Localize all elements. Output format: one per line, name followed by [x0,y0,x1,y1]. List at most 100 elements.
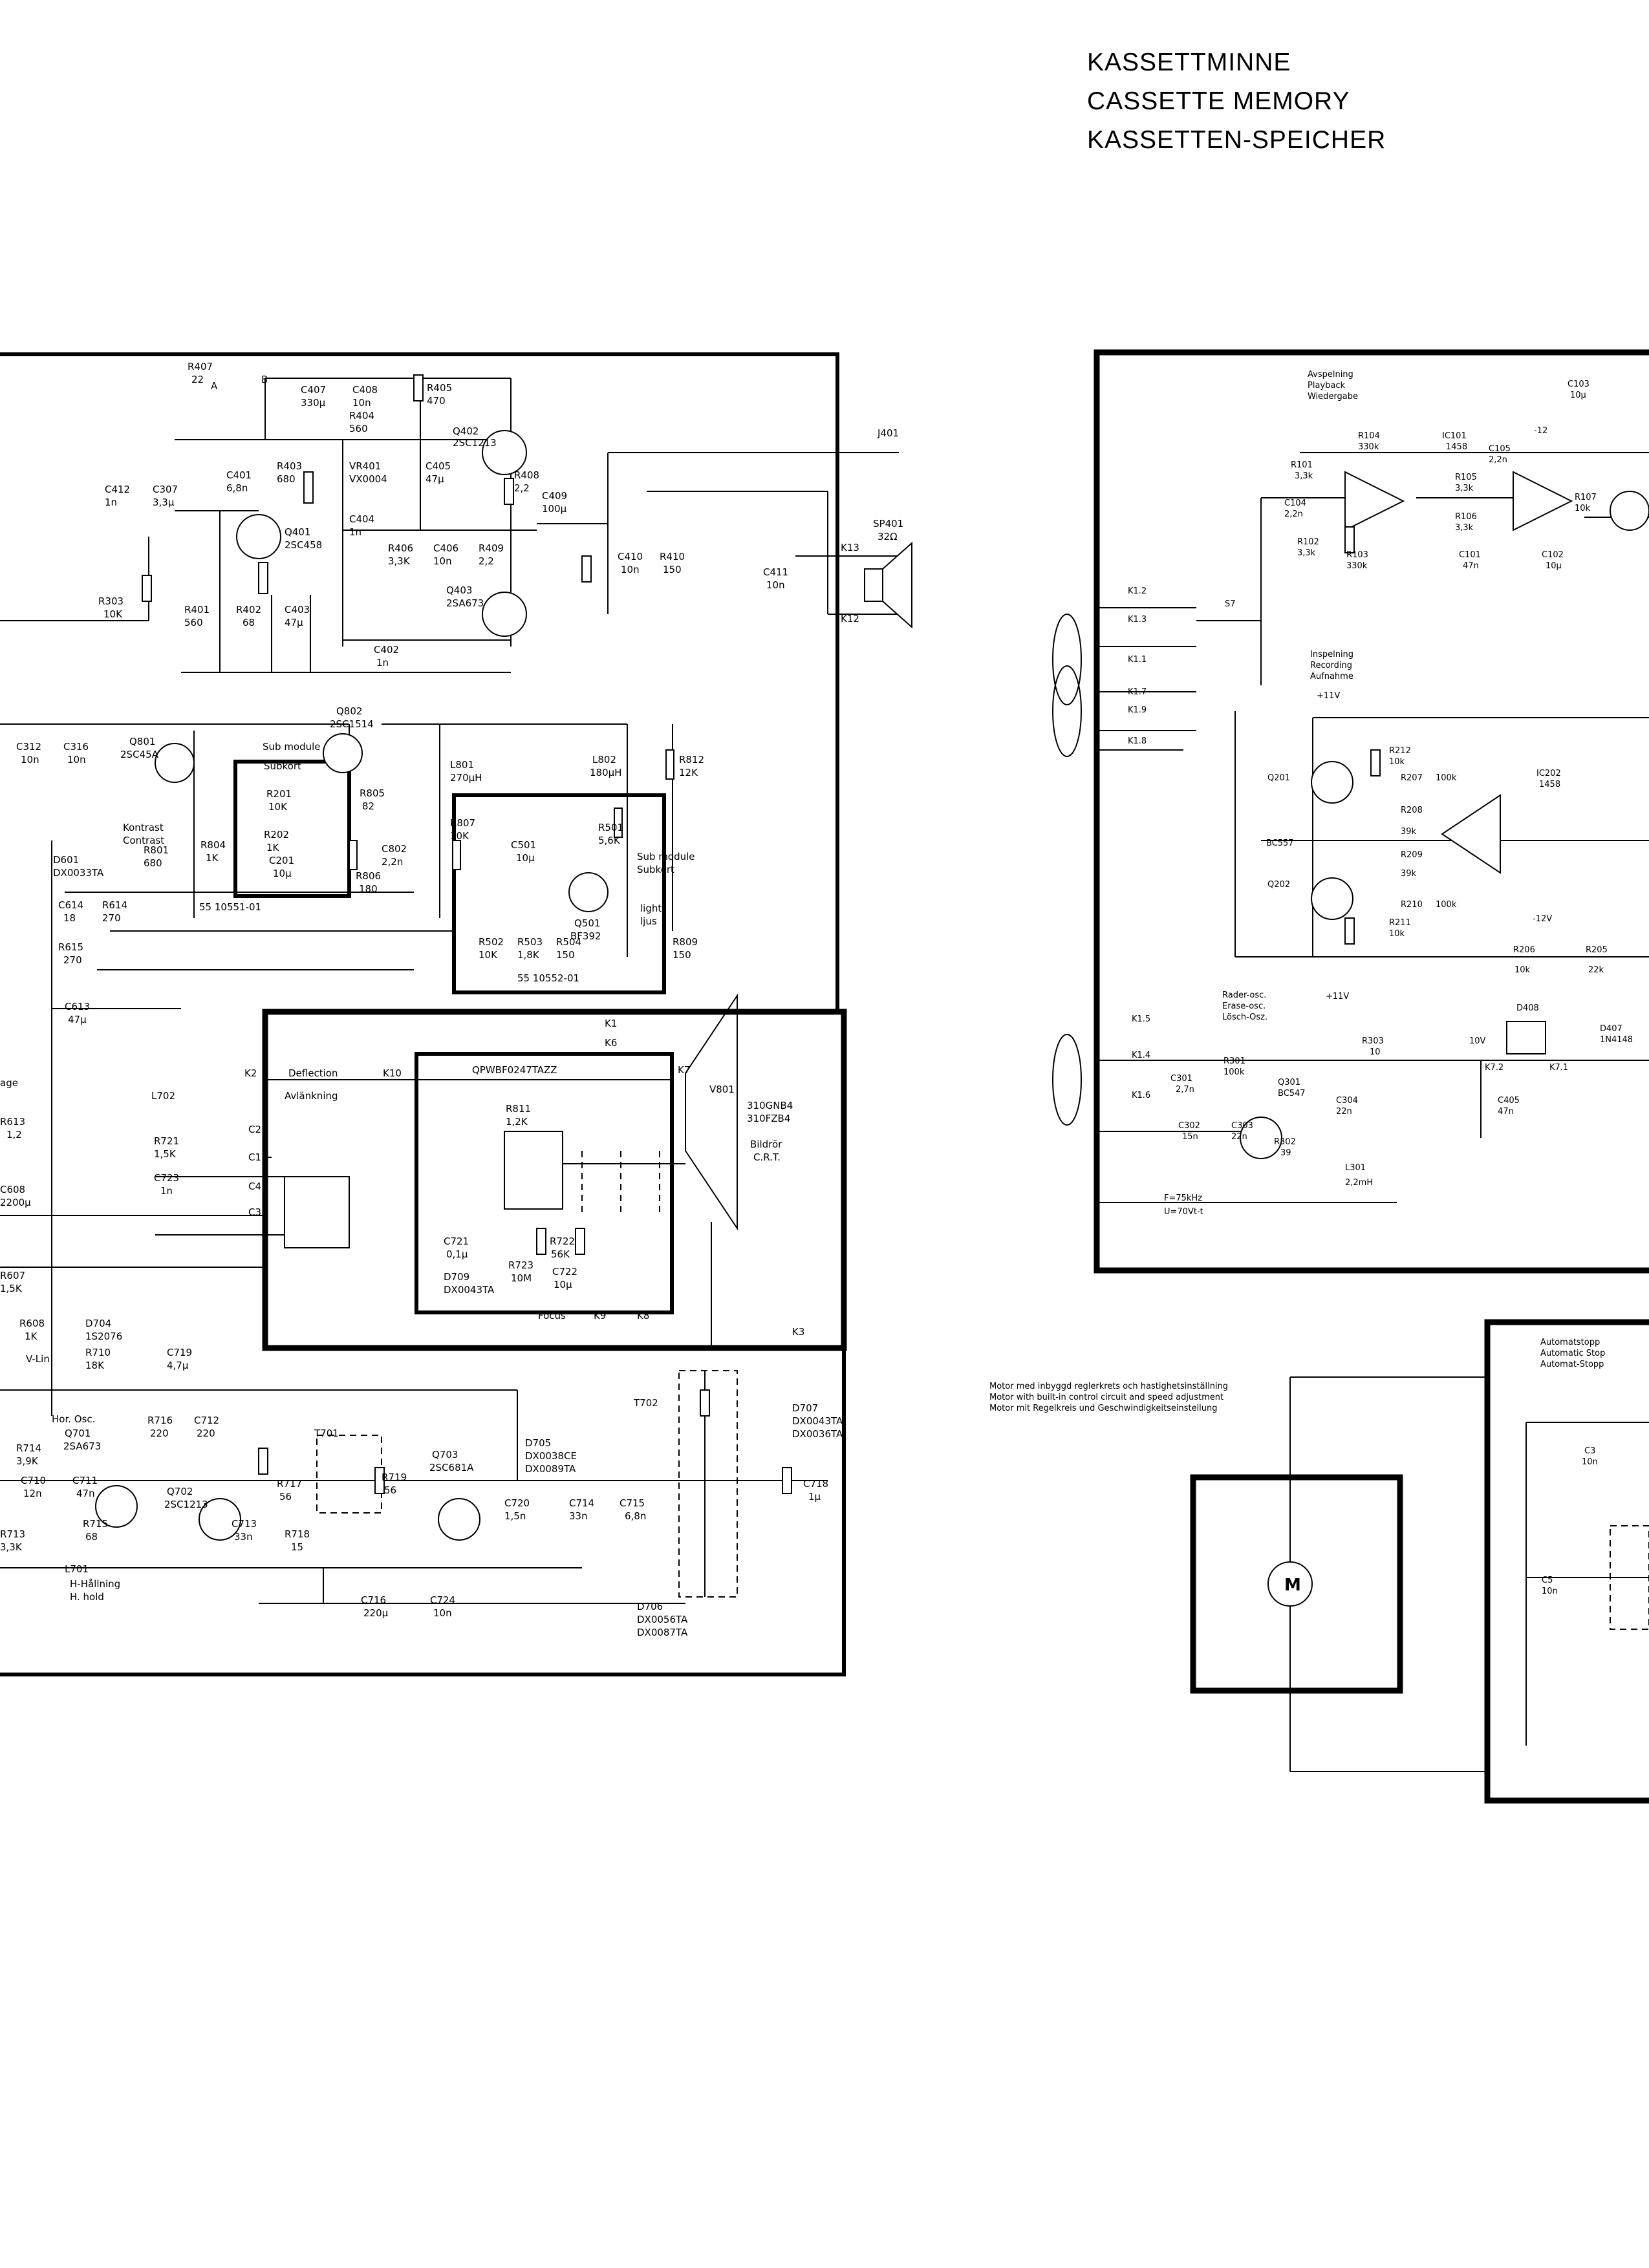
label-c410: C410 [618,551,643,562]
label-c304-value: 22n [1336,1107,1352,1117]
label-c712-value: 220 [197,1428,215,1439]
label-l801-value: 270µH [450,772,482,784]
label-c408-value: 10n [352,397,371,409]
label-c401: C401 [226,469,252,481]
label-c301-value: 2,7n [1176,1085,1194,1095]
label-c411: C411 [763,566,788,578]
label-q202: Q202 [1267,880,1290,890]
label-r407: R407 [188,361,213,372]
label-c613-value: 47µ [68,1014,87,1025]
label-c303: C303 [1231,1121,1253,1131]
label-k1-7: K1.7 [1128,687,1147,697]
label-r408: R408 [514,469,539,481]
label-c718: C718 [803,1478,828,1490]
label-r806: R806 [356,870,381,882]
label-c102-value: 10µ [1546,561,1562,571]
label-avlankning: Avlänkning [285,1090,338,1102]
label-c304: C304 [1336,1096,1358,1106]
label-ic202: IC202 [1536,769,1561,778]
label-c3: C3 [248,1206,261,1218]
label-t701: T701 [314,1428,339,1439]
label-c404-value: 1n [349,526,361,538]
label-d601: D601 [53,854,79,866]
label-r212-value: 10k [1389,757,1405,767]
label-k3: K3 [792,1326,804,1338]
label-c710: C710 [21,1475,46,1486]
label-r103: R103 [1346,550,1368,560]
label-r207-value: 100k [1436,773,1457,783]
label-c407: C407 [301,384,326,396]
label-r409: R409 [479,542,504,554]
label-erase-osc: Erase-osc. [1222,1001,1266,1011]
label-minus12v: -12V [1533,914,1552,924]
left-board-outline [0,352,847,1676]
label-r302: R302 [1274,1137,1296,1147]
label-r403: R403 [277,460,302,472]
label-c404: C404 [349,513,374,525]
label-r302-value: 39 [1280,1148,1291,1158]
label-r811: R811 [506,1103,531,1115]
label-r201: R201 [266,788,292,800]
label-motor-symbol: M [1284,1576,1301,1595]
label-r104-value: 330k [1358,442,1379,452]
label-motor-note-sv: Motor med inbyggd reglerkrets och hastig… [989,1382,1228,1391]
label-c711-value: 47n [76,1488,95,1499]
label-r405-value: 470 [427,395,446,407]
label-d704-type: 1S2076 [85,1331,122,1342]
label-r723: R723 [508,1259,534,1271]
label-q402: Q402 [453,425,479,437]
label-d706-type-1: DX0056TA [637,1614,688,1625]
label-r202-value: 1K [266,842,280,853]
label-sub-module: Sub module [263,741,321,753]
label-r106: R106 [1455,512,1477,522]
label-r410: R410 [660,551,685,562]
title-german: KASSETTEN-SPEICHER [1087,126,1386,154]
label-r206-value: 10k [1514,965,1531,975]
label-c4: C4 [248,1181,261,1192]
label-c710-value: 12n [23,1488,42,1499]
label-c713: C713 [232,1518,257,1530]
label-r205: R205 [1586,945,1608,955]
label-c316-value: 10n [67,754,86,765]
label-r404-value: 560 [349,423,368,434]
label-r207: R207 [1401,773,1423,783]
label-motor-note-en: Motor with built-in control circuit and … [989,1393,1223,1402]
label-h-hold: H. hold [70,1591,104,1603]
label-c721: C721 [444,1236,469,1247]
label-switch-b: B [261,374,268,385]
label-r615: R615 [58,941,83,953]
label-c405: C405 [426,460,451,472]
label-c724-value: 10n [433,1607,452,1619]
label-voltage: U=70Vt-t [1164,1207,1203,1217]
label-motor-note-de: Motor mit Regelkreis und Geschwindigkeit… [989,1404,1218,1413]
label-r303: R303 [1362,1036,1384,1046]
label-d707: D707 [792,1402,818,1414]
label-r504: R504 [556,936,581,948]
label-r209: R209 [1401,850,1423,860]
label-r809: R809 [673,936,698,948]
label-r401-value: 560 [184,617,203,628]
label-c101-value: 47n [1463,561,1479,571]
label-d707-type-2: DX0036TA [792,1428,843,1440]
label-r717-value: 56 [279,1491,292,1503]
label-r716: R716 [147,1415,173,1426]
label-r102: R102 [1297,537,1319,547]
label-k10: K10 [383,1067,402,1079]
label-c501: C501 [511,839,536,851]
label-q501-type: BF392 [570,930,601,942]
label-c723: C723 [154,1172,179,1184]
label-k7-1: K7.1 [1549,1063,1568,1073]
label-r721-value: 1,5K [154,1148,177,1160]
label-c408: C408 [352,384,378,396]
label-r406: R406 [388,542,413,554]
label-r719: R719 [382,1471,407,1483]
label-q801-type: 2SC45A [120,749,159,760]
label-c302: C302 [1178,1121,1200,1131]
label-c403-value: 47µ [285,617,303,628]
label-sp401-value: 32Ω [878,531,898,542]
label-d706-type-2: DX0087TA [637,1627,688,1638]
label-d408: D408 [1516,1003,1539,1013]
label-r105-value: 3,3k [1455,484,1474,493]
label-r402: R402 [236,604,261,615]
